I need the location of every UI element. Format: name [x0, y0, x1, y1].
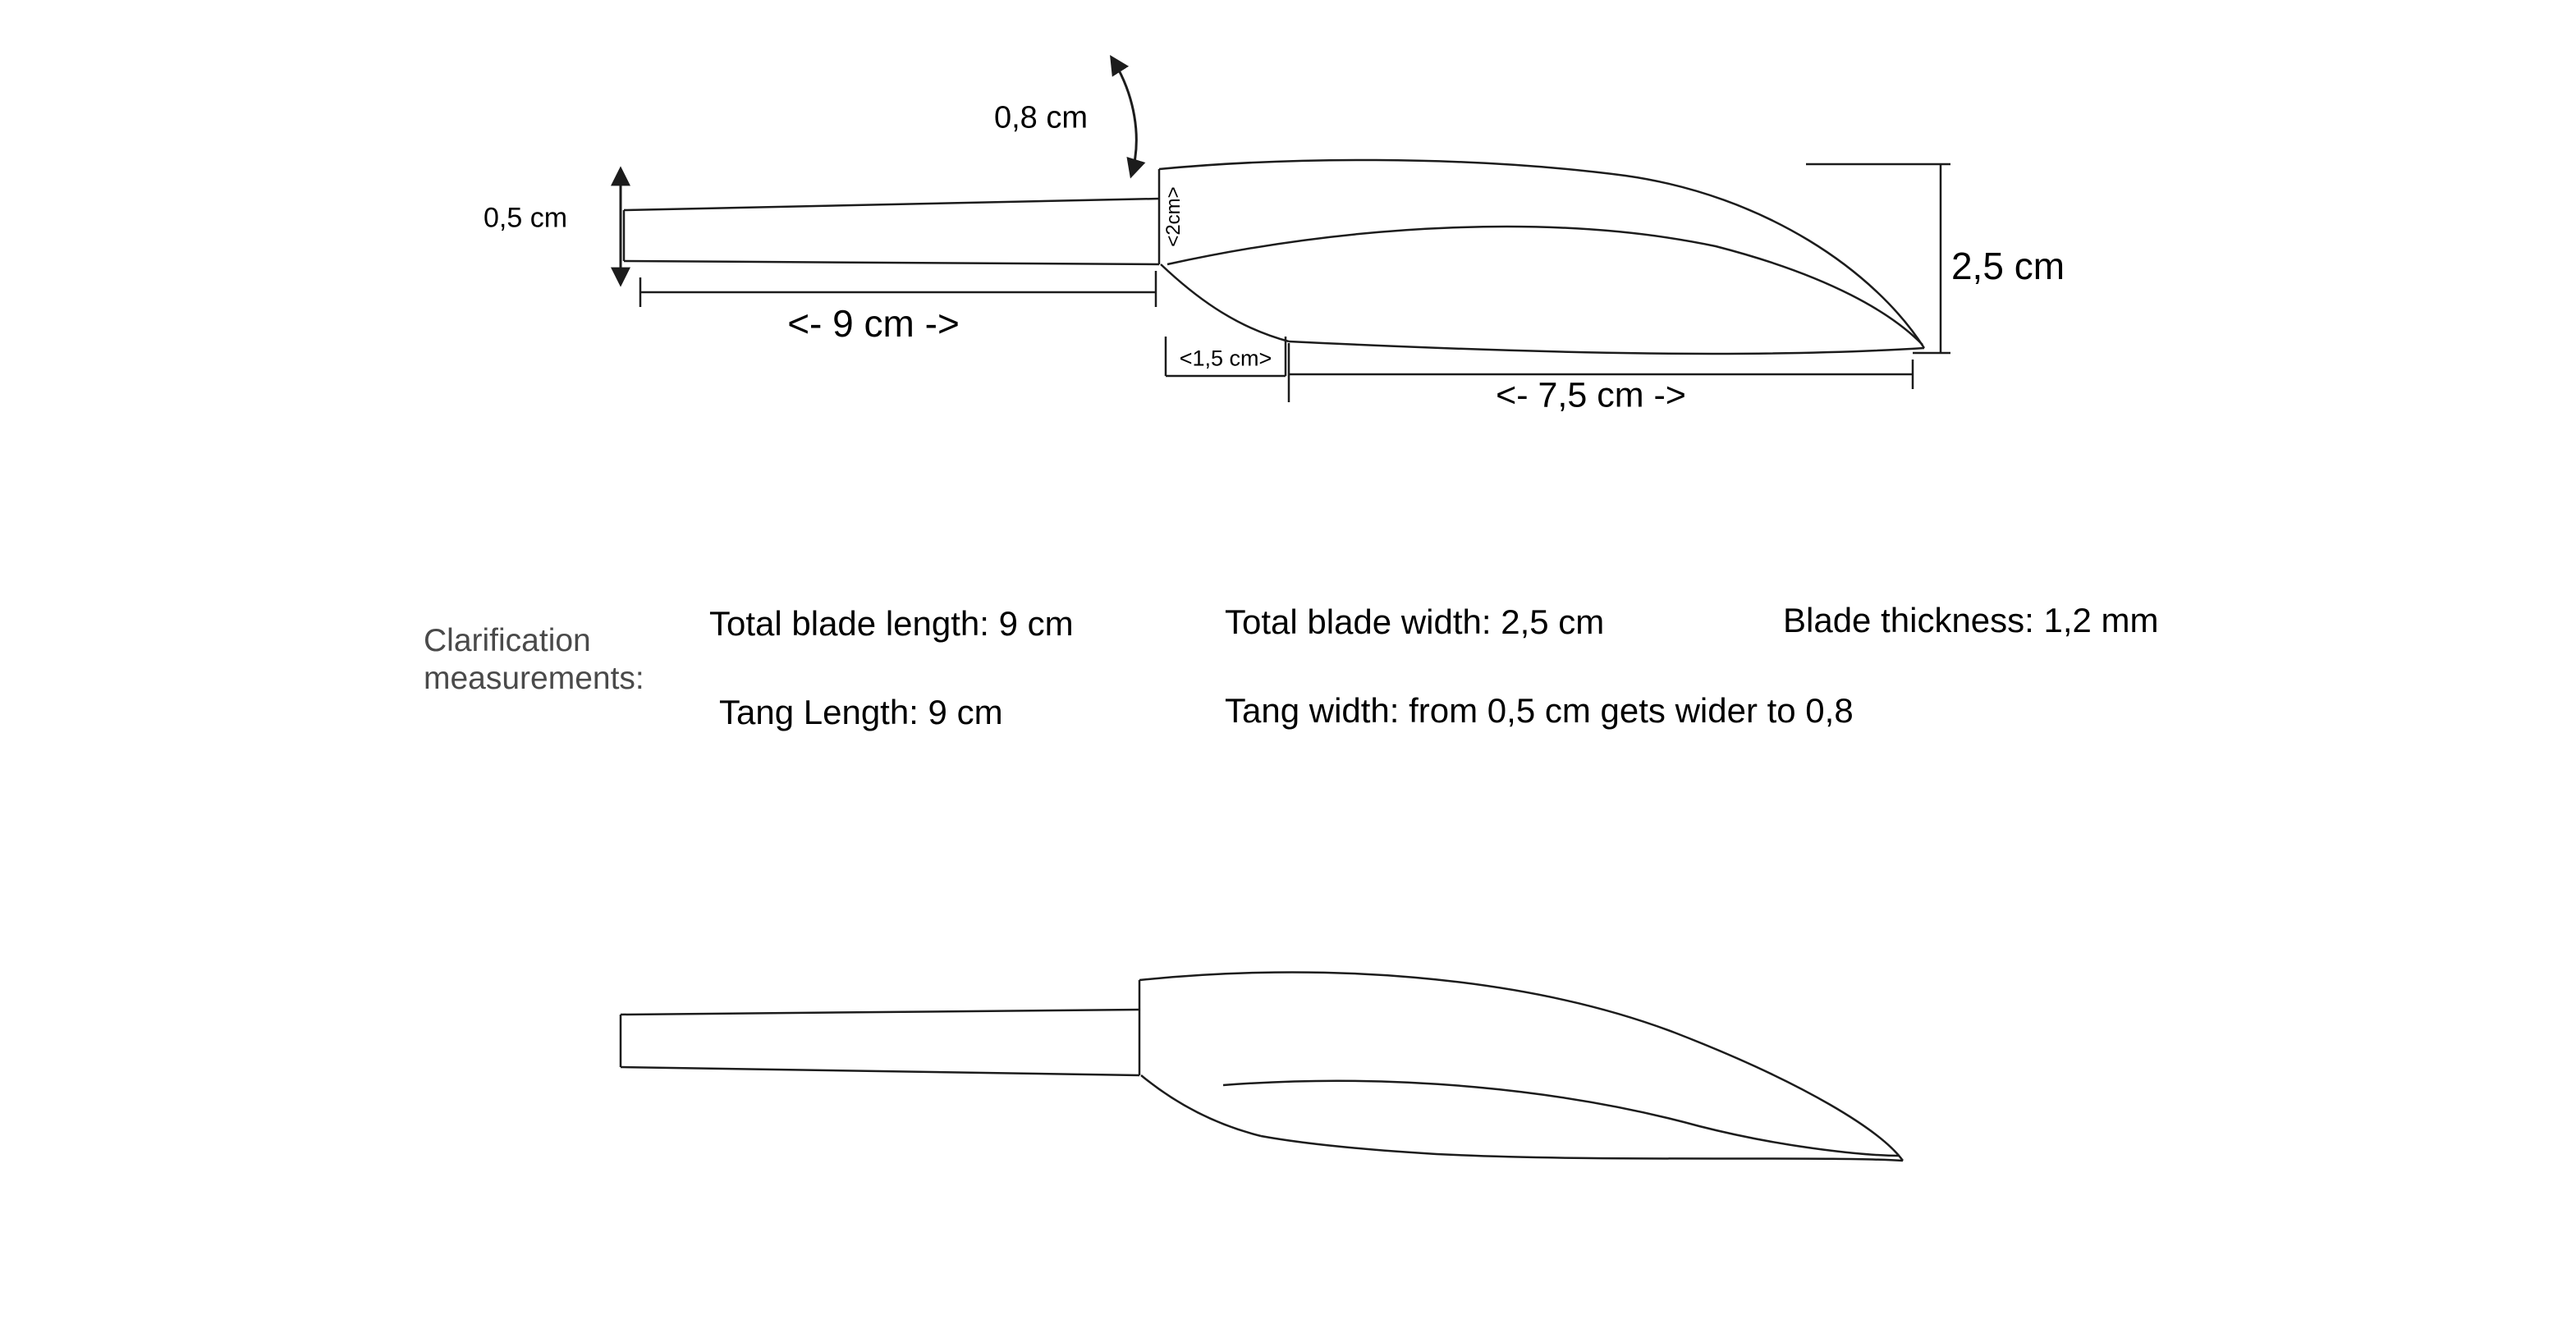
heel-length-dimension: [1164, 337, 1287, 378]
blade-spine: [1139, 971, 1904, 1161]
junction-height-label: <2cm>: [1162, 186, 1185, 247]
tang-top-edge: [623, 197, 1160, 212]
tang-taper-label: 0,8 cm: [993, 100, 1089, 135]
blade-edge: [1260, 1134, 1904, 1162]
plain-knife-drawing: [619, 971, 1904, 1162]
edge-length-label: <- 7,5 cm ->: [1496, 375, 1686, 415]
tang-bottom-edge: [623, 259, 1160, 266]
blade-bevel-line: [1167, 225, 1923, 346]
blade-edge: [1288, 340, 1925, 355]
clarification-heading: Clarification measurements:: [424, 623, 644, 697]
tang-width-label: 0,5 cm: [483, 202, 568, 234]
tang-top-edge: [620, 1008, 1140, 1016]
blade-bevel-line: [1222, 1079, 1900, 1157]
edge-length-dimension: [1287, 343, 1914, 402]
tang-bottom-edge: [620, 1065, 1140, 1077]
blade-width-label: 2,5 cm: [1950, 245, 2065, 287]
note-blade-width: Total blade width: 2,5 cm: [1225, 602, 1605, 641]
annotated-knife-drawing: [622, 158, 1926, 355]
blade-spine: [1158, 158, 1926, 349]
tang-taper-arrow: [1110, 54, 1146, 179]
blade-heel-curve: [1160, 263, 1290, 343]
note-blade-thickness: Blade thickness: 1,2 mm: [1783, 601, 2159, 639]
note-tang-length: Tang Length: 9 cm: [719, 693, 1003, 731]
tang-length-dimension: [639, 271, 1157, 307]
heel-length-label: <1,5 cm>: [1179, 346, 1272, 371]
blade-heel-curve: [1140, 1074, 1262, 1138]
note-blade-length: Total blade length: 9 cm: [709, 604, 1074, 643]
note-tang-width: Tang width: from 0,5 cm gets wider to 0,…: [1225, 691, 1854, 730]
tang-length-label: <- 9 cm ->: [787, 302, 960, 345]
blade-height-dimension: [1806, 163, 1950, 355]
